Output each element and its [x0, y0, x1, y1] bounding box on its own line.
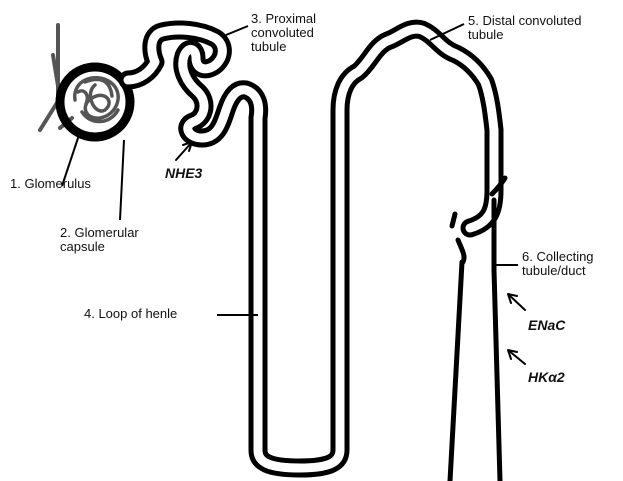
glomerulus-shape: [75, 78, 118, 122]
label-enac: ENaC: [528, 318, 565, 332]
leader-lines: [62, 24, 518, 315]
label-collecting-duct: 6. Collecting tubule/duct: [522, 250, 594, 278]
nhe3-arrow: [176, 142, 192, 160]
label-proximal-convoluted-tubule: 3. Proximal convoluted tubule: [251, 12, 316, 54]
label-glomerular-capsule: 2. Glomerular capsule: [60, 226, 139, 254]
nephron-tubule-lumen: [128, 29, 494, 468]
label-loop-of-henle: 4. Loop of henle: [84, 307, 177, 321]
label-distal-convoluted-tubule: 5. Distal convoluted tubule: [468, 14, 581, 42]
hka2-arrow: [508, 350, 525, 364]
label-hka2: HKα2: [528, 370, 565, 384]
nephron-tubule-path: [128, 29, 494, 468]
label-glomerulus: 1. Glomerulus: [10, 177, 91, 191]
enac-arrow: [508, 294, 525, 310]
label-nhe3: NHE3: [165, 166, 202, 180]
